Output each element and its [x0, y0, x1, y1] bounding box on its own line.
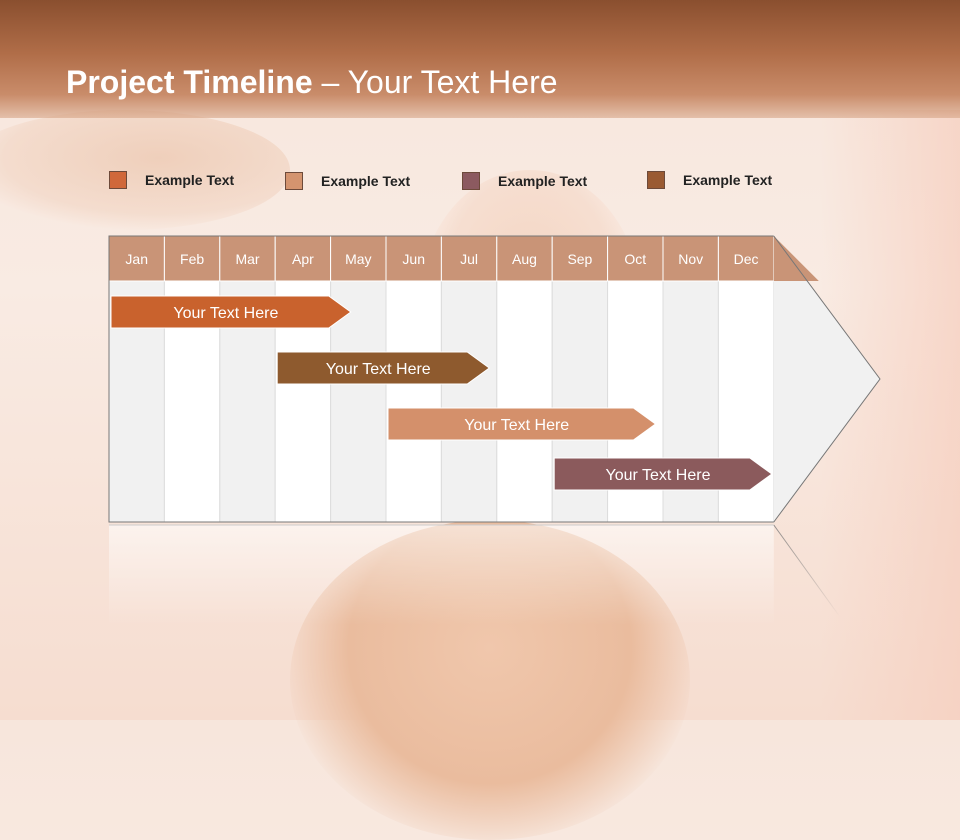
- legend-swatch-4: [647, 171, 665, 189]
- task-bar-label: Your Text Here: [326, 361, 431, 378]
- task-bar: [276, 351, 491, 385]
- month-label: Jul: [460, 251, 478, 267]
- month-label: Mar: [235, 251, 259, 267]
- legend-label-1: Example Text: [145, 172, 235, 188]
- legend-label-3: Example Text: [498, 173, 588, 189]
- month-label: Jan: [125, 251, 148, 267]
- arrow-head: [773, 236, 880, 522]
- legend-item-2: Example Text: [285, 172, 410, 190]
- month-column: [440, 280, 498, 523]
- legend-swatch-2: [285, 172, 303, 190]
- task-bar: [110, 295, 352, 329]
- month-label: Aug: [512, 251, 537, 267]
- month-header-cell: [163, 235, 221, 282]
- legend-item-1: Example Text: [109, 171, 234, 189]
- timeline-reflection: [108, 524, 841, 625]
- reflection-fill: [109, 525, 774, 625]
- month-label: Oct: [624, 251, 646, 267]
- month-label: Dec: [734, 251, 759, 267]
- legend-swatch-1: [109, 171, 127, 189]
- title-rest: – Your Text Here: [312, 64, 558, 100]
- task-bar: [553, 457, 773, 491]
- month-label: Jun: [402, 251, 425, 267]
- month-header-cell: [551, 235, 609, 282]
- task-bar-label: Your Text Here: [173, 305, 278, 322]
- arrow-outline: [773, 235, 881, 523]
- task-bar-label: Your Text Here: [464, 417, 569, 434]
- reflection-edge-right: [773, 524, 841, 618]
- month-column: [385, 280, 442, 523]
- task-bar-label: Your Text Here: [606, 467, 711, 484]
- month-label: Feb: [180, 251, 204, 267]
- background-hand: [0, 110, 290, 230]
- month-label: Apr: [292, 251, 314, 267]
- month-label: Nov: [678, 251, 703, 267]
- legend-label-4: Example Text: [683, 172, 773, 188]
- month-header-cell: [496, 235, 553, 282]
- month-column: [330, 280, 387, 523]
- legend-swatch-3: [462, 172, 480, 190]
- legend-label-2: Example Text: [321, 173, 411, 189]
- legend-item-4: Example Text: [647, 171, 772, 189]
- timeline-diagram: Jan Feb Mar Apr May Jun Jul Aug Sep Oct Nov Dec You…: [108, 235, 881, 625]
- timeline-arrow: [108, 235, 881, 523]
- grid-outline: [108, 235, 774, 523]
- month-label: May: [345, 251, 371, 267]
- legend-item-3: Example Text: [462, 172, 587, 190]
- slide-title: Project Timeline – Your Text Here: [66, 62, 558, 102]
- month-label: Sep: [567, 251, 592, 267]
- month-header-cell: [662, 235, 719, 282]
- title-banner: Project Timeline – Your Text Here: [0, 0, 960, 118]
- month-header-cell: [385, 235, 442, 282]
- month-column: [496, 280, 553, 523]
- title-bold: Project Timeline: [66, 64, 313, 100]
- arrow-head-header: [773, 236, 819, 281]
- month-header-cell: [274, 235, 332, 282]
- task-bar: [387, 407, 657, 441]
